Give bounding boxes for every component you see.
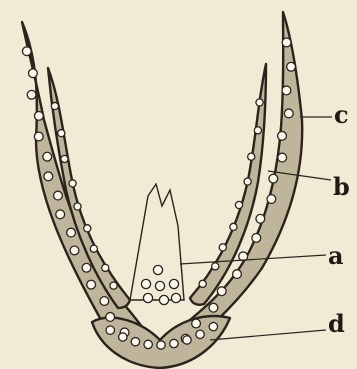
cell-dot [282, 86, 291, 95]
cell-dot [84, 225, 91, 232]
cell-dot [219, 244, 226, 251]
cell-dot [199, 280, 206, 287]
cell-dot [157, 341, 165, 349]
cell-dot [183, 336, 191, 344]
cell-dot [155, 281, 164, 290]
label-a: a [328, 244, 344, 268]
cell-dot [29, 69, 38, 78]
cell-dot [61, 155, 68, 162]
cell-dot [87, 280, 96, 289]
cell-dot [235, 201, 242, 208]
cell-dot [54, 191, 63, 200]
cell-dot [248, 153, 255, 160]
cell-dot [70, 246, 79, 255]
cell-dot [58, 130, 65, 137]
cell-dot [267, 195, 276, 204]
cell-dot [170, 339, 178, 347]
cell-dot [284, 109, 293, 118]
cell-dot [230, 223, 237, 230]
cell-dot [159, 295, 168, 304]
cell-dot [43, 152, 52, 161]
cell-dot [56, 210, 65, 219]
cell-dot [209, 322, 217, 330]
cell-dot [22, 47, 31, 56]
cell-dot [278, 153, 287, 162]
cell-dot [141, 279, 150, 288]
cell-dot [233, 270, 242, 279]
cell-dot [282, 38, 291, 47]
leader-d [210, 330, 326, 340]
cell-dot [212, 263, 219, 270]
cell-dot [69, 180, 76, 187]
cell-dot [153, 265, 162, 274]
cell-dot [34, 111, 43, 120]
cell-dot [254, 127, 261, 134]
cell-dot [196, 330, 204, 338]
outer-left-lobe [22, 22, 151, 360]
cell-dot [143, 293, 152, 302]
cell-dot [27, 90, 36, 99]
cell-dot [110, 282, 117, 289]
cell-dot [74, 203, 81, 210]
cell-dot [102, 264, 109, 271]
cell-dot [169, 279, 178, 288]
cell-dot [269, 174, 278, 183]
label-c: c [334, 103, 349, 127]
cell-dot [278, 131, 287, 140]
tissue-layers [22, 12, 302, 368]
cell-dot [217, 287, 226, 296]
cell-dot [209, 303, 218, 312]
cell-dot [171, 293, 180, 302]
outer-right-lobe [158, 12, 302, 360]
cell-dot [144, 340, 152, 348]
cell-dot [106, 313, 115, 322]
cell-dot [119, 333, 127, 341]
label-d: d [328, 312, 345, 336]
cell-dot [90, 245, 97, 252]
cell-dot [192, 319, 201, 328]
cell-dot [256, 99, 263, 106]
cell-dot [51, 102, 58, 109]
label-b: b [333, 175, 350, 199]
cell-dot [256, 214, 265, 223]
cell-dot [67, 228, 76, 237]
cell-dot [131, 338, 139, 346]
cell-dot [252, 233, 261, 242]
cell-dot [34, 132, 43, 141]
cell-dot [82, 263, 91, 272]
cell-dot [287, 62, 296, 71]
cell-dot [244, 178, 251, 185]
cell-dot [100, 297, 109, 306]
cell-dot [44, 172, 53, 181]
cell-dot [106, 326, 114, 334]
